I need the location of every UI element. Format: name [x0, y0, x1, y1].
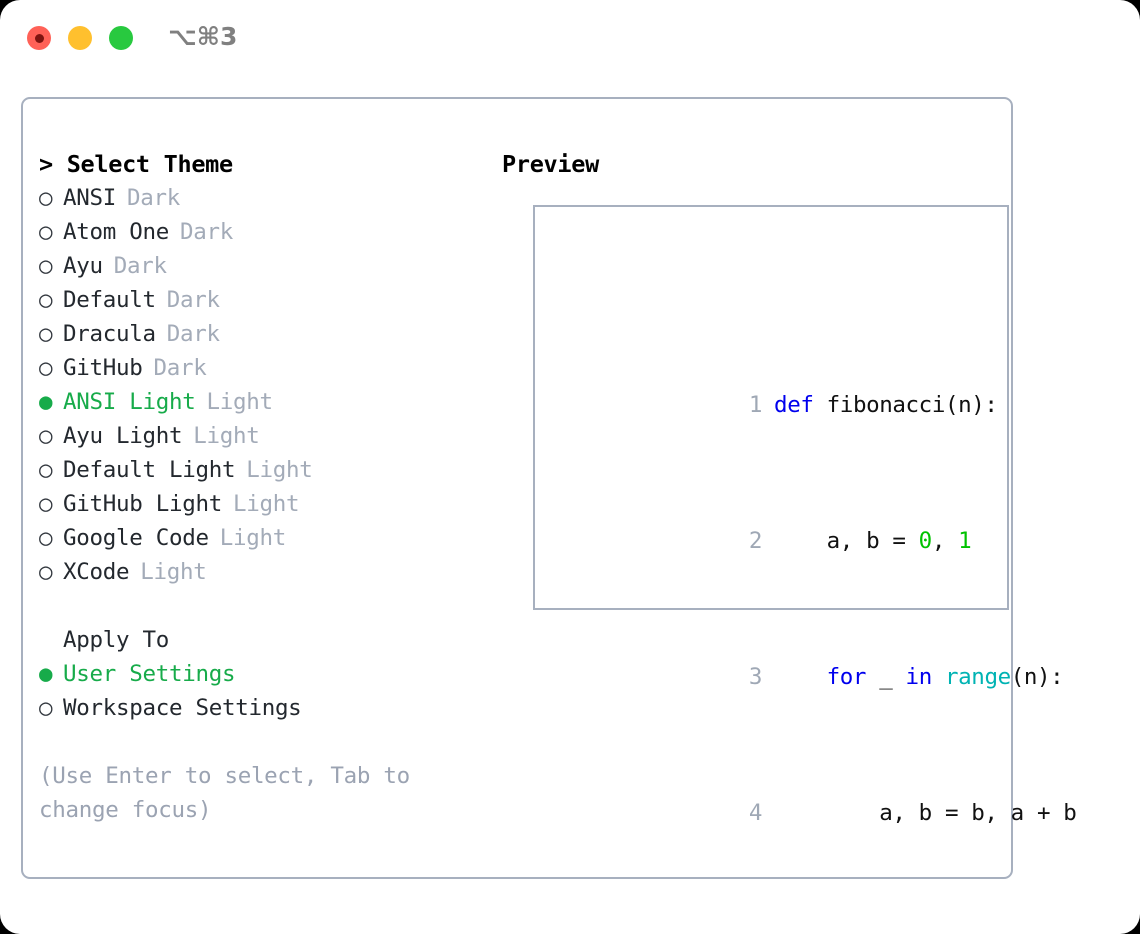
main-panel: > Select Theme ○ ANSI Dark ○ Atom One Da…: [21, 97, 1077, 879]
apply-to-option-user-settings[interactable]: ● User Settings: [39, 657, 489, 691]
radio-icon-selected[interactable]: ●: [39, 389, 53, 415]
theme-variant-badge: Dark: [166, 287, 220, 313]
code-token: [774, 664, 827, 690]
radio-icon[interactable]: ○: [39, 185, 53, 211]
theme-variant-badge: Light: [140, 559, 207, 585]
apply-to-label: Workspace Settings: [63, 695, 302, 721]
theme-label: Ayu: [63, 253, 103, 279]
title-bar: ⌥⌘3: [0, 0, 1140, 78]
code-token: in: [905, 664, 933, 690]
line-number: 3: [748, 664, 763, 690]
theme-variant-badge: Light: [232, 491, 300, 517]
theme-label: XCode: [63, 559, 130, 585]
theme-label: GitHub: [63, 355, 143, 381]
theme-option-ayu-light[interactable]: ○ Ayu Light Light: [39, 419, 489, 453]
close-button[interactable]: [27, 26, 51, 50]
theme-label: Dracula: [63, 321, 156, 347]
radio-icon[interactable]: ○: [39, 457, 53, 483]
theme-variant-badge: Light: [193, 423, 260, 449]
apply-to-heading: Apply To: [63, 627, 169, 653]
keyboard-hint-text: (Use Enter to select, Tab to change focu…: [39, 763, 410, 823]
code-token: [814, 392, 827, 418]
theme-option-github-dark[interactable]: ○ GitHub Dark: [39, 351, 489, 385]
theme-label: ANSI Light: [63, 389, 196, 415]
panel-columns: > Select Theme ○ ANSI Dark ○ Atom One Da…: [23, 99, 1077, 877]
keyboard-shortcut-label: ⌥⌘3: [168, 22, 238, 51]
theme-option-github-light[interactable]: ○ GitHub Light Light: [39, 487, 489, 521]
apply-to-option-list: ● User Settings ○ Workspace Settings: [39, 657, 489, 725]
theme-label: Default Light: [63, 457, 236, 483]
preview-heading: Preview: [502, 150, 599, 178]
theme-label: ANSI: [63, 185, 116, 211]
radio-icon-selected[interactable]: ●: [39, 661, 53, 687]
code-token: ,: [931, 528, 959, 554]
line-number: 4: [748, 800, 763, 826]
theme-variant-badge: Dark: [153, 355, 207, 381]
theme-selector-column: > Select Theme ○ ANSI Dark ○ Atom One Da…: [39, 147, 489, 827]
code-line: 5 return a: [552, 898, 1103, 932]
code-line: 2 a, b = 0, 1: [552, 490, 1103, 554]
close-indicator-dot: [34, 33, 44, 43]
section-spacer: [39, 589, 489, 623]
theme-option-xcode-light[interactable]: ○ XCode Light: [39, 555, 489, 589]
radio-icon[interactable]: ○: [39, 695, 53, 721]
code-token: (n):: [944, 392, 998, 418]
radio-icon[interactable]: ○: [39, 491, 53, 517]
code-token: fibonacci: [826, 392, 946, 418]
radio-icon[interactable]: ○: [39, 525, 53, 551]
theme-label: GitHub Light: [63, 491, 222, 517]
line-number: 1: [748, 392, 763, 418]
theme-variant-badge: Dark: [179, 219, 233, 245]
theme-label: Google Code: [63, 525, 209, 551]
radio-icon[interactable]: ○: [39, 321, 53, 347]
theme-variant-badge: Light: [219, 525, 287, 551]
theme-label: Atom One: [63, 219, 169, 245]
theme-label: Ayu Light: [63, 423, 183, 449]
code-token: [932, 664, 945, 690]
radio-icon[interactable]: ○: [39, 219, 53, 245]
select-theme-heading: > Select Theme: [39, 150, 233, 178]
code-token: (n):: [1010, 664, 1064, 690]
code-line: 1 def fibonacci(n):: [552, 354, 1103, 418]
radio-icon[interactable]: ○: [39, 423, 53, 449]
code-token: 0: [918, 528, 933, 554]
theme-option-default-light[interactable]: ○ Default Light Light: [39, 453, 489, 487]
theme-option-list: ○ ANSI Dark ○ Atom One Dark ○ Ayu Dark: [39, 181, 489, 589]
theme-option-google-code-light[interactable]: ○ Google Code Light: [39, 521, 489, 555]
window-controls: [27, 26, 133, 50]
apply-to-label: User Settings: [63, 661, 236, 687]
line-number: 2: [748, 528, 763, 554]
code-token: def: [774, 392, 814, 418]
theme-variant-badge: Light: [206, 389, 273, 415]
radio-icon[interactable]: ○: [39, 355, 53, 381]
code-token: for: [826, 664, 867, 690]
theme-variant-badge: Dark: [166, 321, 220, 347]
radio-icon[interactable]: ○: [39, 559, 53, 585]
theme-label: Default: [63, 287, 156, 313]
theme-option-default-dark[interactable]: ○ Default Dark: [39, 283, 489, 317]
maximize-button[interactable]: [109, 26, 133, 50]
theme-variant-badge: Light: [246, 457, 313, 483]
minimize-button[interactable]: [68, 26, 92, 50]
apply-to-option-workspace-settings[interactable]: ○ Workspace Settings: [39, 691, 489, 725]
theme-option-ansi-light[interactable]: ● ANSI Light Light: [39, 385, 489, 419]
theme-option-atom-one-dark[interactable]: ○ Atom One Dark: [39, 215, 489, 249]
code-token: 1: [958, 528, 972, 554]
theme-variant-badge: Dark: [127, 185, 180, 211]
code-token: _: [866, 664, 906, 690]
theme-variant-badge: Dark: [113, 253, 167, 279]
code-line: 4 a, b = b, a + b: [552, 762, 1103, 826]
theme-option-ansi-dark[interactable]: ○ ANSI Dark: [39, 181, 489, 215]
code-token: range: [945, 664, 1011, 690]
theme-option-dracula-dark[interactable]: ○ Dracula Dark: [39, 317, 489, 351]
radio-icon[interactable]: ○: [39, 253, 53, 279]
code-token: a, b = b, a + b: [774, 800, 1077, 826]
theme-option-ayu-dark[interactable]: ○ Ayu Dark: [39, 249, 489, 283]
radio-icon[interactable]: ○: [39, 287, 53, 313]
code-line: 3 for _ in range(n):: [552, 626, 1103, 690]
code-token: a, b =: [774, 528, 919, 554]
